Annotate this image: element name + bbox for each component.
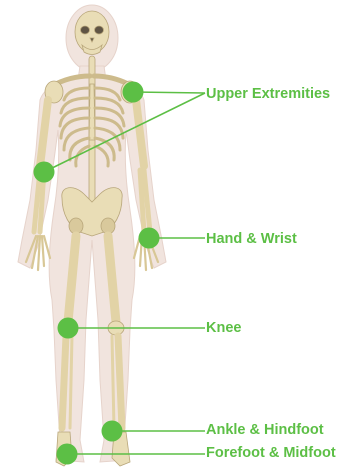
- label-forefoot-midfoot[interactable]: Forefoot & Midfoot: [206, 446, 336, 461]
- label-ankle-hindfoot[interactable]: Ankle & Hindfoot: [206, 423, 324, 438]
- marker-knee[interactable]: [58, 318, 79, 339]
- marker-upper-elbow[interactable]: [34, 162, 55, 183]
- connector-upper-shoulder: [133, 92, 205, 93]
- label-upper-extremities[interactable]: Upper Extremities: [206, 87, 330, 102]
- label-knee[interactable]: Knee: [206, 321, 241, 336]
- marker-upper-shoulder[interactable]: [123, 82, 144, 103]
- marker-hand[interactable]: [139, 228, 160, 249]
- marker-fore[interactable]: [57, 444, 78, 465]
- label-hand-wrist[interactable]: Hand & Wrist: [206, 232, 297, 247]
- marker-ankle[interactable]: [102, 421, 123, 442]
- skull: [75, 11, 109, 53]
